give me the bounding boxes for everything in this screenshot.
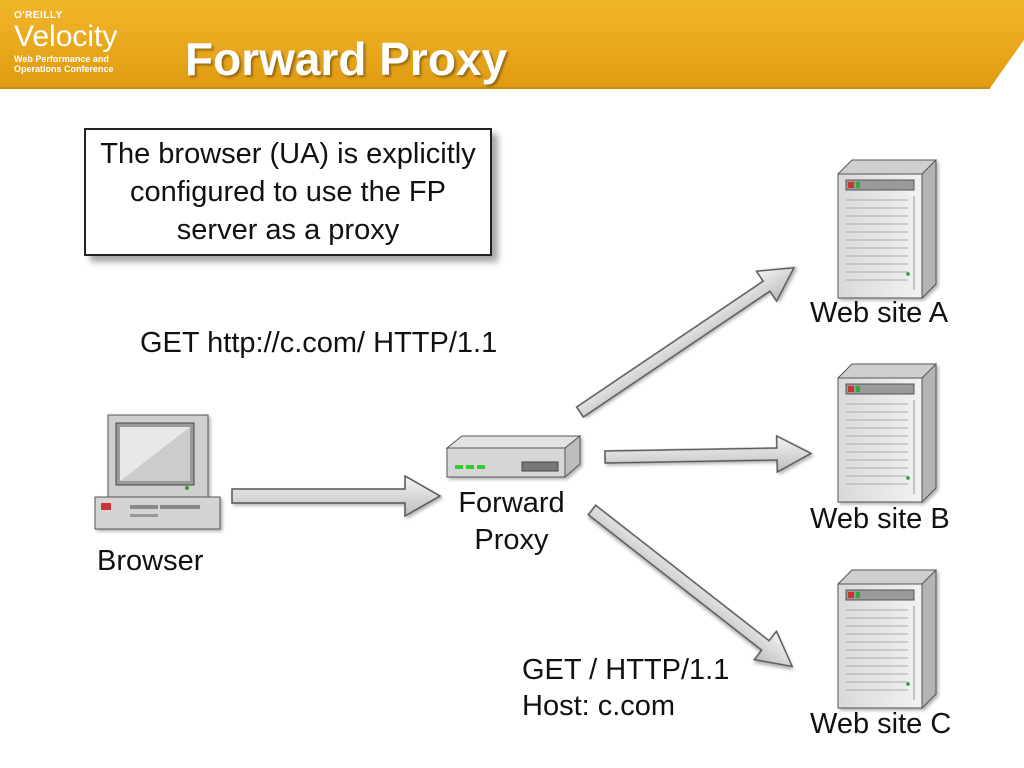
request-line-label: GET / HTTP/1.1	[522, 654, 730, 686]
server-tower-icon	[837, 158, 937, 300]
note-box: The browser (UA) is explicitly configure…	[84, 128, 492, 256]
browser-label: Browser	[97, 545, 204, 577]
desktop-computer-icon	[94, 414, 221, 530]
proxy-label-line2: Proxy	[474, 524, 549, 556]
request-full-url-label: GET http://c.com/ HTTP/1.1	[140, 327, 498, 359]
brand-name: Velocity	[14, 20, 118, 53]
brand-subtitle: Web Performance and Operations Conferenc…	[14, 54, 114, 74]
arrow-browser-to-proxy	[231, 474, 442, 518]
header-banner	[0, 0, 1024, 89]
velocity-logo: O'REILLY Velocity Web Performance and Op…	[14, 10, 134, 74]
host-header-label: Host: c.com	[522, 690, 676, 722]
proxy-label-line1: Forward	[458, 487, 565, 519]
arrow-proxy-to-site-c	[587, 504, 794, 668]
slide-title: Forward Proxy	[185, 33, 508, 85]
site-a-label: Web site A	[810, 297, 949, 329]
arrow-proxy-to-site-b	[604, 434, 813, 474]
arrow-proxy-to-site-a	[575, 266, 796, 419]
publisher-label: O'REILLY	[14, 10, 63, 21]
server-tower-icon	[837, 568, 937, 710]
site-c-label: Web site C	[810, 708, 952, 740]
proxy-server-icon	[445, 434, 582, 479]
server-tower-icon	[837, 362, 937, 504]
diagram-canvas	[94, 158, 937, 710]
site-b-label: Web site B	[810, 503, 950, 535]
slide-header: O'REILLY Velocity Web Performance and Op…	[0, 0, 1024, 90]
